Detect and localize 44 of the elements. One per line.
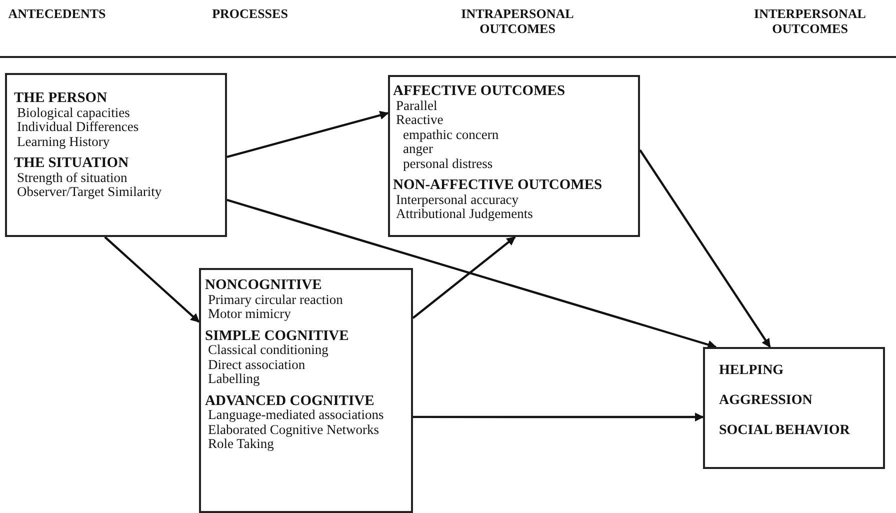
category-box	[388, 75, 640, 237]
category-heading: SIMPLE COGNITIVE	[205, 328, 350, 343]
list-item: personal distress	[402, 156, 494, 171]
list-item: Language-mediated associations	[207, 408, 385, 422]
list-item: Classical conditioning	[207, 343, 330, 358]
column-heading: INTRAPERSONAL OUTCOMES	[460, 6, 575, 36]
list-item: Labelling	[207, 372, 261, 386]
list-item: empathic concern	[402, 128, 500, 142]
outcome-label: AGGRESSION	[719, 393, 814, 409]
list-item: Individual Differences	[16, 120, 140, 134]
list-item: Learning History	[16, 134, 111, 149]
category-box	[703, 347, 885, 469]
list-item: Reactive	[395, 113, 444, 128]
arrow	[104, 236, 200, 323]
arrow	[639, 149, 771, 348]
list-item: Motor mimicry	[207, 307, 292, 322]
list-item: Elaborated Cognitive Networks	[207, 422, 380, 437]
outcome-label: HELPING	[719, 363, 785, 379]
list-item: Attributional Judgements	[395, 207, 534, 222]
category-heading: NON-AFFECTIVE OUTCOMES	[393, 178, 604, 192]
list-item: Interpersonal accuracy	[395, 192, 520, 207]
list-item: anger	[402, 142, 433, 156]
column-heading: ANTECEDENTS	[7, 6, 107, 21]
list-item: Role Taking	[207, 437, 274, 452]
list-item: Observer/Target Similarity	[16, 185, 163, 200]
category-heading: AFFECTIVE OUTCOMES	[393, 84, 566, 98]
list-item: Parallel	[395, 98, 438, 113]
category-heading: THE SITUATION	[14, 156, 130, 170]
category-box	[5, 73, 227, 237]
arrow	[226, 110, 389, 158]
arrow	[413, 412, 704, 422]
outcome-label: SOCIAL BEHAVIOR	[719, 423, 851, 439]
list-item: Primary circular reaction	[207, 292, 344, 307]
category-heading: ADVANCED COGNITIVE	[205, 394, 376, 408]
category-heading: THE PERSON	[14, 91, 108, 106]
category-box	[199, 268, 413, 513]
column-heading: INTERPERSONAL OUTCOMES	[753, 6, 867, 36]
list-item: Biological capacities	[16, 106, 131, 120]
category-heading: NONCOGNITIVE	[205, 278, 323, 292]
arrow	[226, 198, 717, 349]
arrow	[412, 236, 516, 319]
list-item: Strength of situation	[16, 170, 128, 185]
list-item: Direct association	[207, 358, 306, 372]
column-heading: PROCESSES	[211, 6, 289, 21]
